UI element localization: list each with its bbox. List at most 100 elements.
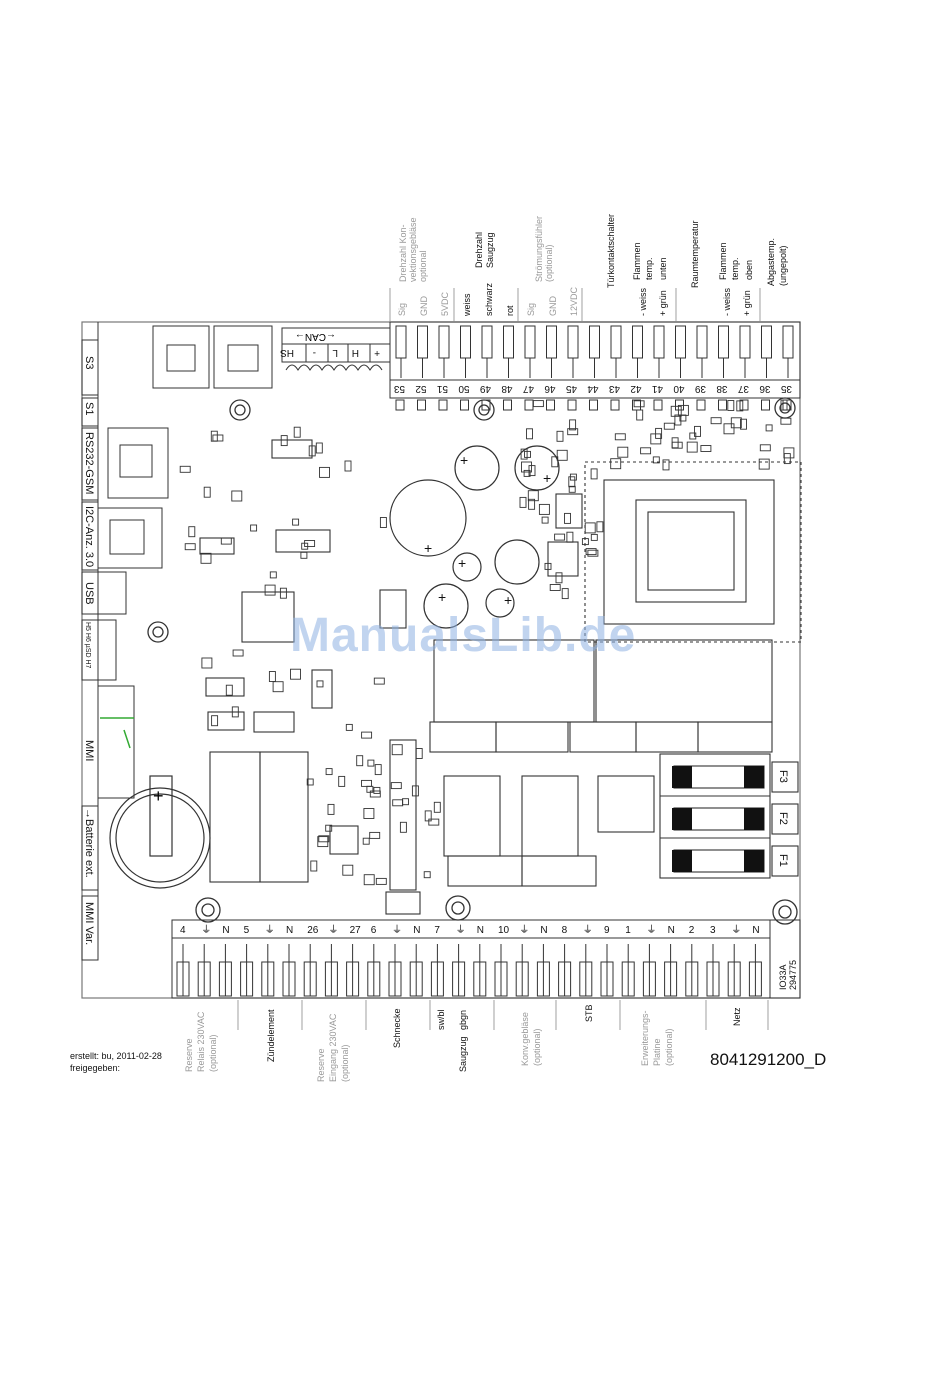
terminal-pad [546, 399, 555, 411]
terminal-pin [600, 961, 614, 997]
rj-jacks [97, 325, 273, 569]
terminal-pin [632, 325, 643, 359]
bottom-terminal-number: ⏚ [731, 924, 741, 936]
bottom-label: Schnecke [392, 1008, 402, 1048]
bottom-label: gbgn [458, 1010, 468, 1030]
top-label: vektionsgebläse [408, 217, 418, 282]
terminal-pin [481, 325, 493, 359]
terminal-pin [460, 325, 471, 359]
bottom-label: Saugzug [458, 1036, 468, 1072]
terminal-pin [395, 325, 407, 359]
terminal-pin [261, 961, 275, 997]
footer-info: erstellt: bu, 2011-02-28 freigegeben: [70, 1050, 162, 1074]
terminal-pin [610, 325, 622, 359]
svg-text:+: + [153, 786, 164, 806]
bottom-label: (optional) [664, 1028, 674, 1066]
bottom-terminal-number: ⏚ [201, 924, 211, 936]
svg-text:+: + [458, 555, 466, 571]
terminal-pad [739, 399, 749, 411]
terminal-pin [727, 961, 741, 997]
terminal-pin [324, 961, 338, 997]
terminal-pin [621, 961, 635, 997]
bottom-terminal-number: 3 [710, 925, 716, 936]
left-connectors [81, 339, 135, 961]
terminal-pin [218, 961, 232, 997]
bottom-terminal-number: 6 [371, 925, 377, 936]
bottom-label: sw/bl [436, 1009, 446, 1030]
top-terminal-strip [389, 321, 801, 399]
terminal-pin [739, 325, 751, 359]
terminal-pad [761, 399, 770, 411]
terminal-pin [503, 325, 514, 359]
top-terminal-number: 36 [759, 383, 771, 394]
transformer [584, 461, 802, 643]
top-label: optional [418, 250, 428, 282]
top-terminal-number: 51 [436, 383, 448, 394]
top-label: Türkontaktschalter [606, 214, 616, 288]
top-terminal-number: 45 [565, 383, 577, 394]
left-connector-label: MMI [83, 740, 95, 761]
terminal-pad [503, 399, 512, 411]
wire-label: + grün [742, 290, 752, 316]
terminal-pin [438, 325, 450, 359]
top-label: Drehzahl Kon- [398, 224, 408, 282]
top-terminal-number: 42 [630, 383, 642, 394]
top-label: unten [658, 257, 668, 280]
top-label: Flammen [718, 242, 728, 280]
bottom-label: Netz [732, 1007, 742, 1026]
bottom-label: Zündelement [266, 1009, 276, 1062]
terminal-pin [761, 325, 772, 359]
terminal-pad [417, 399, 426, 411]
bottom-terminal-number: 7 [434, 925, 440, 936]
bottom-terminal-strip [171, 919, 801, 999]
top-label: oben [744, 260, 754, 280]
terminal-pin [546, 325, 557, 359]
svg-text:+: + [543, 470, 551, 486]
top-terminal-number: 38 [716, 383, 728, 394]
bottom-label: STB [584, 1004, 594, 1022]
left-connector-label: USB [83, 582, 95, 605]
terminal-pin [176, 961, 190, 997]
terminal-pin [346, 961, 360, 997]
top-terminal-number: 37 [737, 383, 749, 394]
bottom-terminal-number: N [413, 925, 420, 936]
svg-text:+: + [424, 540, 432, 556]
top-terminal-number: 35 [780, 383, 792, 394]
top-label: (optional) [544, 244, 554, 282]
top-terminal-number: 40 [673, 383, 685, 394]
terminal-pin [282, 961, 296, 997]
top-label: Saugzug [485, 232, 495, 268]
can-pin-label: H [352, 347, 359, 358]
bottom-terminal-number: 2 [689, 925, 695, 936]
bottom-terminal-number: 8 [562, 925, 568, 936]
terminal-pad [589, 399, 598, 411]
left-connector-label: S3 [83, 356, 95, 369]
wire-label: GND [419, 296, 429, 317]
top-terminal-number: 39 [694, 383, 706, 394]
svg-text:+: + [438, 589, 446, 605]
terminal-pin [675, 325, 686, 359]
wire-label: 12VDC [569, 286, 579, 316]
footer-approved: freigegeben: [70, 1063, 121, 1073]
terminal-pin [685, 961, 699, 997]
left-connector-label: I2C-Anz. 3.0 [83, 506, 95, 567]
left-connector-label: RS232-GSM [83, 432, 95, 494]
terminal-pin [197, 961, 211, 997]
terminal-pin [718, 325, 729, 359]
terminal-pin [782, 325, 794, 359]
top-label: Abgastemp. [766, 238, 776, 286]
bottom-label: Reserve [184, 1038, 194, 1072]
bottom-label: (optional) [532, 1028, 542, 1066]
top-terminal-number: 52 [415, 383, 427, 394]
bottom-terminal-number: N [286, 925, 293, 936]
bottom-label: (optional) [340, 1044, 350, 1082]
terminal-pad [696, 399, 706, 411]
document-number: 8041291200_D [710, 1050, 827, 1069]
bottom-label: Konv.gebläse [520, 1012, 530, 1066]
terminal-pin [367, 961, 381, 997]
watermark: ManualsLib.de [290, 609, 637, 662]
terminal-pin [567, 325, 579, 359]
terminal-pad [653, 399, 663, 411]
top-label: Drehzahl [474, 232, 484, 268]
